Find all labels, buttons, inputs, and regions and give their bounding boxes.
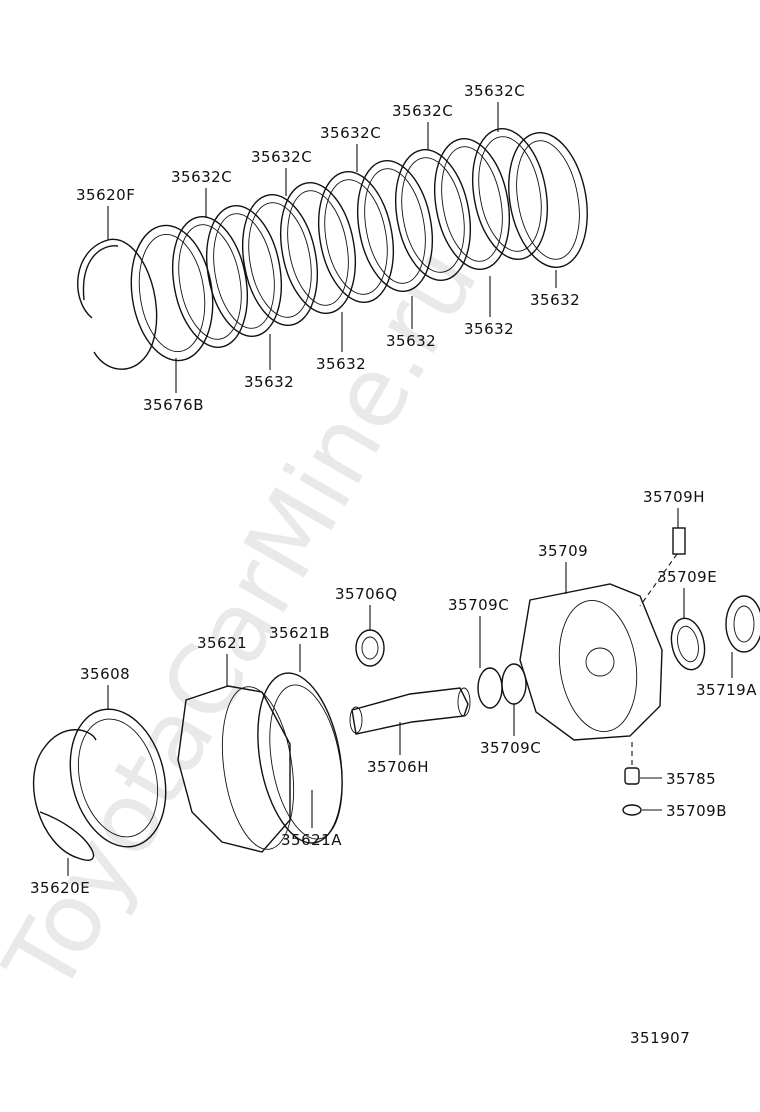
thrust-washer-35709E bbox=[670, 617, 706, 671]
gear-35719A-bore bbox=[733, 605, 755, 643]
seal-ring-35709C bbox=[477, 667, 503, 709]
clutch-pack-assembly bbox=[77, 128, 588, 370]
snap-ring-35620E bbox=[32, 729, 97, 861]
clutch-plate-inner bbox=[516, 140, 580, 260]
shaft-35706H-end bbox=[349, 706, 363, 734]
label-35709H: 35709H bbox=[643, 488, 705, 506]
one-way-clutch-35608-inner bbox=[77, 718, 159, 838]
pin-35785 bbox=[624, 767, 640, 785]
planetary-carrier-35709 bbox=[519, 583, 663, 741]
label-35620F: 35620F bbox=[76, 186, 135, 204]
clutch-disc bbox=[318, 171, 394, 303]
clutch-drum-35621-rim bbox=[221, 686, 295, 850]
gear-35719A bbox=[725, 595, 760, 653]
clutch-disc bbox=[242, 194, 318, 326]
label-35632: 35632 bbox=[530, 291, 580, 309]
planetary-carrier-35709-hub bbox=[585, 647, 615, 677]
one-way-clutch-35608 bbox=[69, 708, 167, 848]
clutch-plate bbox=[206, 205, 282, 337]
clutch-plate-inner bbox=[364, 168, 426, 284]
label-35632C: 35632C bbox=[464, 82, 525, 100]
clutch-plate-inner bbox=[213, 213, 275, 329]
assembly-line bbox=[639, 553, 678, 607]
label-35621: 35621 bbox=[197, 634, 247, 652]
flange-plate-35676B-inner bbox=[138, 233, 206, 353]
thrust-washer-35706Q-inner bbox=[361, 636, 379, 660]
label-35706Q: 35706Q bbox=[335, 585, 398, 603]
clutch-plate-inner bbox=[441, 146, 503, 262]
bolt-35709H bbox=[672, 527, 686, 555]
clutch-disc-inner bbox=[401, 157, 465, 273]
label-35632C: 35632C bbox=[251, 148, 312, 166]
thrust-washer-35709E-inner bbox=[677, 625, 699, 663]
label-35709C: 35709C bbox=[480, 739, 541, 757]
seal-ring-35621A bbox=[269, 684, 343, 840]
clutch-plate bbox=[434, 138, 510, 270]
upper-callouts: 35620F 35632C 35632C 35632C 35632C 35632… bbox=[76, 82, 580, 414]
snap-ring-35620F-inner bbox=[82, 245, 119, 301]
label-35621B: 35621B bbox=[269, 624, 330, 642]
shaft-35706H bbox=[351, 687, 469, 735]
lower-callouts: 35709H 35709 35709E 35706Q 35709C 35621 … bbox=[30, 488, 757, 897]
planetary-carrier-35709-face bbox=[558, 599, 638, 733]
clutch-plate-inner bbox=[287, 190, 349, 306]
label-35608: 35608 bbox=[80, 665, 130, 683]
clutch-disc-inner bbox=[324, 179, 388, 295]
label-35632: 35632 bbox=[386, 332, 436, 350]
flange-plate-35676B bbox=[130, 224, 214, 362]
label-35706H: 35706H bbox=[367, 758, 429, 776]
label-35632C: 35632C bbox=[171, 168, 232, 186]
clutch-disc bbox=[472, 128, 548, 260]
clutch-disc-inner bbox=[178, 224, 242, 340]
label-35621A: 35621A bbox=[281, 831, 342, 849]
clutch-disc-inner bbox=[248, 202, 312, 318]
clutch-disc bbox=[172, 216, 248, 348]
lower-assembly bbox=[32, 527, 760, 861]
clutch-disc bbox=[395, 149, 471, 281]
clutch-plate bbox=[508, 132, 588, 268]
label-35632: 35632 bbox=[316, 355, 366, 373]
seal-ring-35621B bbox=[257, 672, 343, 844]
label-35676B: 35676B bbox=[143, 396, 204, 414]
drawing-number: 351907 bbox=[630, 1029, 690, 1047]
label-35719A: 35719A bbox=[696, 681, 757, 699]
clutch-disc-inner bbox=[478, 136, 542, 252]
label-35709: 35709 bbox=[538, 542, 588, 560]
thrust-washer-35706Q bbox=[355, 629, 385, 667]
shaft-35706H-spline bbox=[457, 687, 471, 717]
label-35632: 35632 bbox=[464, 320, 514, 338]
label-35785: 35785 bbox=[666, 770, 716, 788]
snap-ring-35620F bbox=[77, 238, 158, 370]
label-35632: 35632 bbox=[244, 373, 294, 391]
label-35620E: 35620E bbox=[30, 879, 90, 897]
o-ring-35709B bbox=[622, 804, 642, 816]
label-35632C: 35632C bbox=[320, 124, 381, 142]
label-35632C: 35632C bbox=[392, 102, 453, 120]
label-35709B: 35709B bbox=[666, 802, 727, 820]
clutch-plates bbox=[172, 128, 588, 348]
clutch-plate bbox=[280, 182, 356, 314]
clutch-plate bbox=[357, 160, 433, 292]
label-35709E: 35709E bbox=[657, 568, 717, 586]
label-35709C: 35709C bbox=[448, 596, 509, 614]
clutch-drum-35621 bbox=[177, 685, 291, 853]
